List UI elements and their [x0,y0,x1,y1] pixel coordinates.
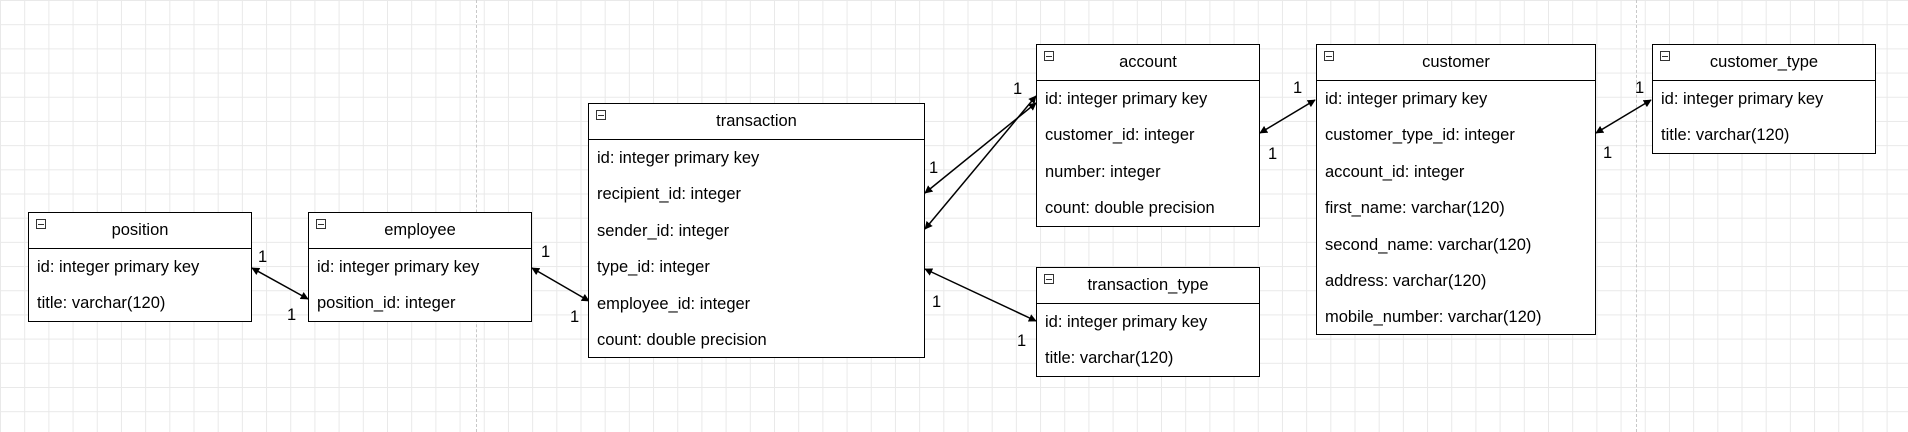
entity-customer[interactable]: customer id: integer primary key custome… [1316,44,1596,335]
entity-account[interactable]: account id: integer primary key customer… [1036,44,1260,227]
entity-field[interactable]: first_name: varchar(120) [1325,199,1505,218]
entity-field[interactable]: title: varchar(120) [37,294,166,313]
collapse-icon[interactable] [1660,51,1670,61]
relationship-line-transaction-type[interactable] [924,268,1037,322]
collapse-icon[interactable] [316,219,326,229]
entity-field[interactable]: employee_id: integer [597,294,751,313]
entity-employee[interactable]: employee id: integer primary key positio… [308,212,532,322]
entity-customer-type[interactable]: customer_type id: integer primary key ti… [1652,44,1876,154]
cardinality-label: 1 [929,159,938,177]
entity-header[interactable]: customer [1317,45,1595,81]
entity-field[interactable]: id: integer primary key [1045,90,1208,108]
entity-title: customer [1422,53,1490,71]
entity-transaction-type[interactable]: transaction_type id: integer primary key… [1036,267,1260,377]
entity-field[interactable]: type_id: integer [597,258,710,277]
entity-field[interactable]: mobile_number: varchar(120) [1325,308,1542,327]
entity-header[interactable]: transaction_type [1037,268,1259,304]
entity-title: position [111,221,169,239]
entity-field[interactable]: number: integer [1045,162,1161,181]
entity-field[interactable]: sender_id: integer [597,221,730,240]
entity-title: customer_type [1709,53,1819,71]
entity-header[interactable]: account [1037,45,1259,81]
entity-field[interactable]: id: integer primary key [1661,90,1824,108]
entity-field[interactable]: id: integer primary key [37,258,200,276]
cardinality-label: 1 [1603,144,1612,162]
cardinality-label: 1 [541,243,550,261]
entity-title: transaction_type [1087,276,1209,294]
relationship-line-position-employee[interactable] [251,267,309,300]
entity-title: account [1119,53,1177,71]
entity-header[interactable]: transaction [589,104,924,140]
cardinality-label: 1 [1017,332,1026,350]
relationship-line-employee-transaction[interactable] [531,267,590,302]
entity-field[interactable]: count: double precision [1045,199,1215,218]
relationship-line-transaction-sender-account[interactable] [924,95,1037,230]
entity-field[interactable]: title: varchar(120) [1045,349,1174,368]
entity-header[interactable]: position [29,213,251,249]
entity-field[interactable]: count: double precision [597,330,767,349]
entity-field[interactable]: second_name: varchar(120) [1325,235,1532,254]
entity-field[interactable]: id: integer primary key [1325,90,1488,108]
entity-header[interactable]: customer_type [1653,45,1875,81]
collapse-icon[interactable] [36,219,46,229]
entity-field[interactable]: address: varchar(120) [1325,271,1487,290]
cardinality-label: 1 [1268,145,1277,163]
entity-field[interactable]: recipient_id: integer [597,185,742,204]
relationship-line-customer-customer-type[interactable] [1595,99,1652,134]
entity-title: employee [384,221,456,239]
entity-field[interactable]: id: integer primary key [317,258,480,276]
entity-transaction[interactable]: transaction id: integer primary key reci… [588,103,925,358]
collapse-icon[interactable] [1044,274,1054,284]
cardinality-label: 1 [1635,79,1644,97]
cardinality-label: 1 [1013,80,1022,98]
entity-field[interactable]: account_id: integer [1325,162,1465,181]
collapse-icon[interactable] [1044,51,1054,61]
collapse-icon[interactable] [1324,51,1334,61]
entity-field[interactable]: position_id: integer [317,294,456,313]
entity-title: transaction [716,112,797,130]
collapse-icon[interactable] [596,110,606,120]
entity-field[interactable]: id: integer primary key [1045,313,1208,331]
cardinality-label: 1 [287,306,296,324]
entity-field[interactable]: id: integer primary key [597,149,760,167]
relationship-line-account-customer[interactable] [1259,99,1316,134]
cardinality-label: 1 [258,248,267,266]
entity-field[interactable]: customer_id: integer [1045,126,1195,145]
entity-position[interactable]: position id: integer primary key title: … [28,212,252,322]
entity-field[interactable]: title: varchar(120) [1661,126,1790,145]
cardinality-label: 1 [932,293,941,311]
page-break-guide [1636,0,1637,432]
entity-header[interactable]: employee [309,213,531,249]
cardinality-label: 1 [1293,79,1302,97]
entity-field[interactable]: customer_type_id: integer [1325,126,1515,145]
cardinality-label: 1 [570,308,579,326]
